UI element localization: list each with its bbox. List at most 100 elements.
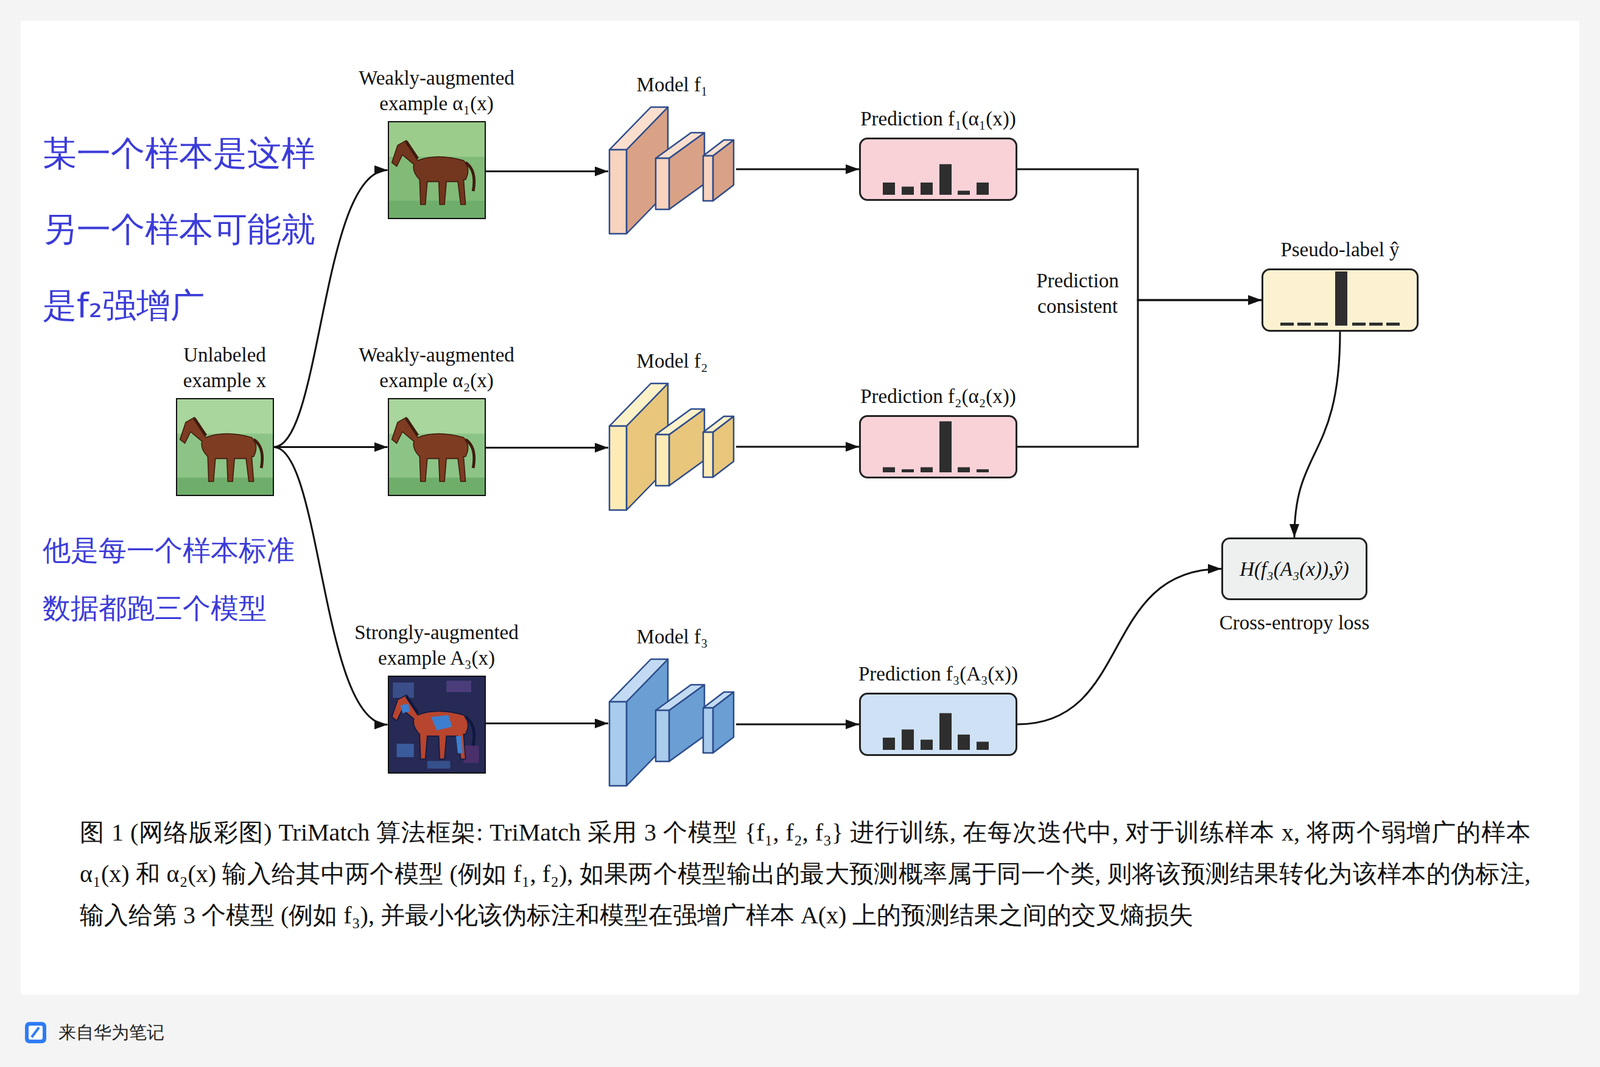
rect-graphic [939,421,952,473]
flow-arrow [736,723,860,726]
pseudo-shape [1261,268,1419,332]
loss-caption: Cross-entropy loss [1219,610,1370,636]
flow-arrow [1017,569,1222,726]
rect-graphic [976,469,989,473]
rect-graphic [957,734,970,751]
one-hot-bars [1263,270,1417,330]
rect-graphic [882,467,895,473]
probability-bars [860,694,1016,755]
rect-graphic [177,399,273,495]
rect-graphic [920,182,933,195]
loss-box: H(f₃(A₃(x)),ŷ) Cross-entropy loss [1193,537,1395,636]
flow-arrow [1294,331,1341,538]
rect-graphic [1314,322,1328,326]
handwritten-note: 他是每一个样本标准 数据都跑三个模型 [42,521,311,638]
path-graphic [194,418,206,436]
path-graphic [465,162,474,192]
pred-shape [859,415,1018,479]
polygon-graphic [655,684,705,711]
path-graphic [391,695,468,760]
horse-picture [177,399,273,495]
pseudo-label-box: Pseudo-label ŷ [1248,236,1432,332]
rect-graphic [609,149,627,234]
node-heading: Prediction f₁(α₁(x)) [860,105,1017,132]
polygon-graphic [609,107,668,150]
polygon-graphic [655,132,705,159]
flow-arrow [1017,300,1262,447]
model-node: Model f₃ [592,624,752,790]
node-heading: Unlabeled example x [163,342,286,394]
pred-shape [859,137,1018,201]
path-graphic [179,417,256,482]
notes-app-icon [24,1021,47,1045]
horse-picture [389,677,485,773]
node-heading: Model f₂ [636,348,709,374]
flow-arrow [485,722,609,725]
polygon-graphic [655,409,705,435]
node-heading: Model f₁ [636,71,709,98]
node-heading: Weakly-augmented example α₁(x) [339,65,534,117]
node-heading: Model f₃ [636,624,709,650]
model-shape [608,382,737,514]
path-graphic [465,717,474,746]
path-graphic [400,703,410,714]
rect-graphic [655,434,670,486]
rect-graphic [1335,271,1348,326]
source-watermark: 来自华为笔记 [58,1020,254,1045]
rect-graphic [389,399,485,495]
rect-graphic [703,708,713,754]
rect-graphic [655,158,670,210]
path-graphic [253,439,262,469]
polygon-graphic [703,692,734,709]
rect-graphic [392,682,415,698]
polygon-graphic [703,140,734,156]
rect-graphic [976,182,989,195]
flow-arrow [485,446,609,449]
path-graphic [391,140,468,205]
path-graphic [391,417,468,482]
node-heading: Prediction f₃(A₃(x)) [858,661,1018,687]
rect-graphic [389,122,485,218]
edge-label: Prediction consistent [1022,267,1133,320]
rect-graphic [939,164,952,195]
prediction-box: Prediction f₁(α₁(x)) [834,105,1042,201]
img-shape [175,398,274,497]
rect-graphic [426,761,450,769]
rect-graphic [609,426,627,511]
rect-graphic [939,713,952,751]
flow-arrow [736,168,860,171]
network-blocks [608,105,737,237]
rect-graphic [1369,322,1383,326]
rect-graphic [389,477,485,495]
rect-graphic [920,467,933,473]
path-graphic [465,439,474,469]
rect-graphic [920,739,933,751]
rect-graphic [976,742,989,751]
figure-caption: 图 1 (网络版彩图) TriMatch 算法框架: TriMatch 采用 3… [79,812,1531,937]
rect-graphic [609,701,627,786]
horse-picture [389,399,485,495]
rect-graphic [703,432,713,478]
rect-graphic [882,737,895,751]
polygon-graphic [609,383,668,427]
loss-shape: H(f₃(A₃(x)),ŷ) [1221,537,1368,601]
rect-graphic [655,710,670,762]
path-graphic [406,141,418,159]
probability-bars [860,417,1016,477]
prediction-box: Prediction f₂(α₂(x)) [834,383,1042,479]
path-graphic [431,715,453,731]
rect-graphic [396,743,414,758]
image-node: Weakly-augmented example α₂(x) [339,342,534,497]
rect-graphic [901,186,914,195]
path-graphic [406,418,418,436]
img-shape [387,121,486,220]
probability-bars [860,139,1016,200]
polygon-graphic [703,416,734,433]
icon-pen [31,1027,39,1038]
model-shape [608,658,737,790]
flow-arrow [736,446,860,449]
path-graphic [455,736,463,754]
rect-graphic [957,467,970,473]
model-node: Model f₂ [592,348,752,514]
image-node: Weakly-augmented example α₁(x) [339,65,534,220]
